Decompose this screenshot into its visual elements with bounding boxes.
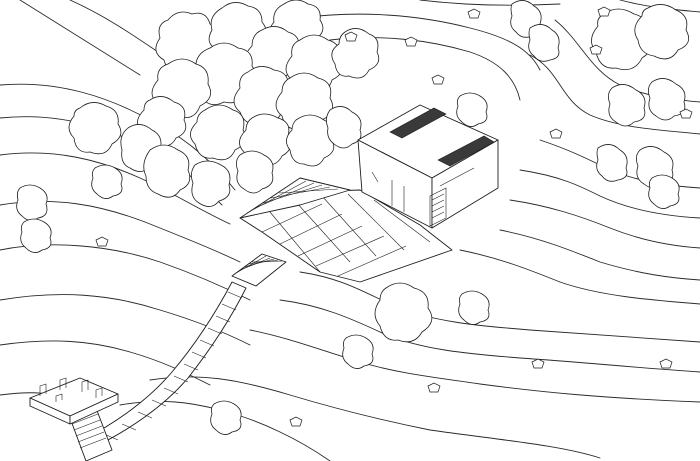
entry-steps xyxy=(231,253,287,287)
timber-boardwalk xyxy=(69,281,247,461)
tree-cluster xyxy=(16,0,690,435)
paved-terrace xyxy=(239,177,453,283)
shrub-markers xyxy=(95,6,693,427)
viewing-platform xyxy=(29,377,119,425)
solar-panels xyxy=(389,107,495,167)
house xyxy=(357,104,499,229)
window xyxy=(429,187,447,227)
